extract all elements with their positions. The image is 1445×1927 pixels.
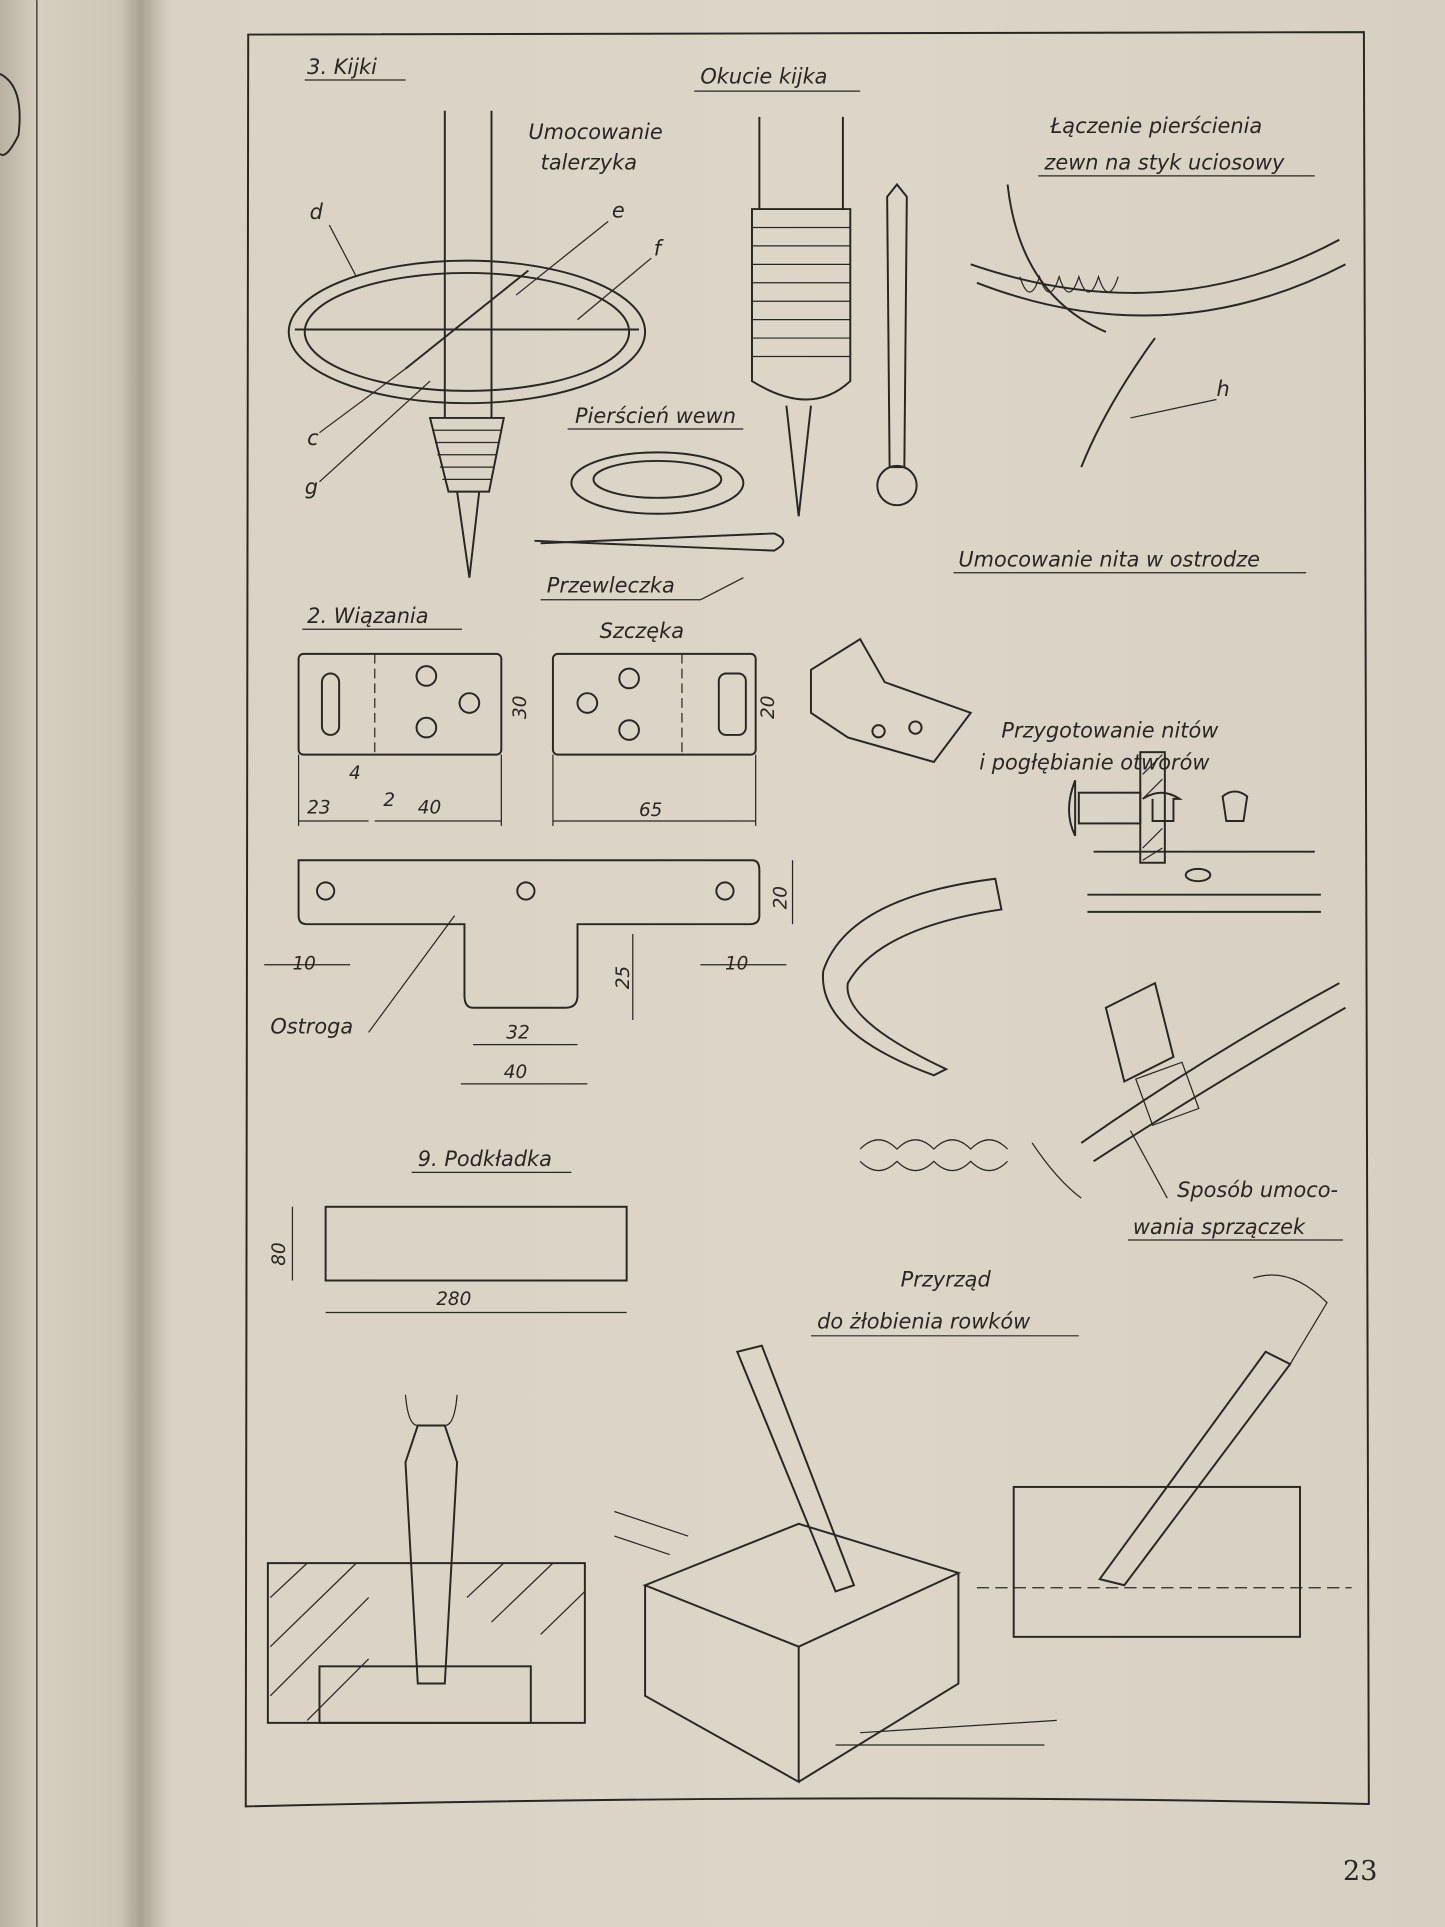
part-letter-h: h	[1216, 377, 1229, 401]
label-nit: Umocowanie nita w ostrodze	[958, 548, 1260, 572]
left-page-fragment	[0, 73, 21, 156]
pad-drawing	[324, 1205, 628, 1282]
rivet-prep-drawing	[1087, 790, 1321, 913]
label-szczeka: Szczęka	[600, 619, 684, 643]
label-przewleczka: Przewleczka	[547, 573, 675, 597]
page-number: 23	[1343, 1856, 1377, 1887]
dim-ostroga-height: 20	[770, 886, 791, 909]
groove-tool-section-drawing	[266, 1394, 586, 1724]
part-letter-e: e	[612, 199, 625, 223]
part-letter-d: d	[310, 200, 324, 224]
part-letter-g: g	[305, 475, 318, 499]
dim-ostroga-depth: 25	[613, 966, 634, 989]
section-title-wiazania: 2. Wiązania	[307, 604, 428, 628]
dim-podkladka-height: 80	[269, 1242, 290, 1265]
dim-slot-width: 4	[349, 763, 361, 784]
ski-pole-basket-drawing	[287, 110, 652, 578]
label-laczenie-2: zewn na styk uciosowy	[1043, 151, 1285, 175]
dim-ostroga-inner: 32	[506, 1022, 529, 1043]
dim-hole-span: 40	[418, 798, 441, 819]
groove-tool-side-drawing	[976, 1274, 1352, 1638]
label-umocowanie-1: Umocowanie	[528, 120, 662, 144]
jaw-plate-right	[551, 652, 757, 756]
rivet-section-drawing	[1068, 751, 1166, 864]
inner-ring-drawing	[570, 451, 745, 515]
heel-plate-drawing	[297, 859, 761, 1009]
heel-strap-drawing	[822, 877, 1003, 1077]
dim-ostroga-outer: 40	[504, 1062, 527, 1083]
section-title-kijki: 3. Kijki	[307, 55, 377, 79]
label-sposob-2: wania sprzączek	[1133, 1215, 1306, 1239]
label-przygotowanie-1: Przygotowanie nitów	[1001, 718, 1219, 742]
label-przyrzad-1: Przyrząd	[901, 1268, 992, 1292]
dim-gap: 2	[383, 790, 395, 811]
pole-ferrule-drawing	[751, 116, 918, 517]
label-przygotowanie-2: i pogłębianie otworów	[979, 750, 1210, 774]
label-laczenie-1: Łączenie pierścienia	[1050, 114, 1263, 138]
ring-joint-drawing	[970, 184, 1346, 468]
sposob-leader	[1129, 1130, 1168, 1199]
label-ostroga: Ostroga	[270, 1015, 353, 1039]
section-title-okucie: Okucie kijka	[700, 65, 827, 89]
ostroga-leader	[368, 915, 456, 1033]
dim-slot-offset: 23	[307, 798, 330, 819]
groove-tool-isometric-drawing	[614, 1344, 1057, 1784]
part-letter-f: f	[654, 237, 664, 261]
cotter-pin-drawing	[534, 532, 785, 552]
braided-cable-drawing	[859, 1139, 1082, 1199]
label-umocowanie-2: talerzyka	[541, 151, 637, 175]
dim-szczeka-slot: 20	[758, 696, 779, 719]
drawing-frame	[244, 31, 1370, 1808]
jaw-plate-left	[297, 652, 503, 756]
dim-podkladka-length: 280	[436, 1289, 471, 1310]
label-sposob-1: Sposób umoco-	[1177, 1178, 1338, 1202]
angle-bracket-drawing	[809, 637, 973, 764]
label-przyrzad-2: do żłobienia rowków	[817, 1309, 1031, 1333]
part-letter-c: c	[307, 426, 319, 450]
section-title-podkladka: 9. Podkładka	[418, 1147, 552, 1171]
dim-szczeka-length: 65	[639, 800, 662, 821]
dim-szczeka-height: 30	[510, 696, 531, 719]
buckle-drawing	[1080, 981, 1346, 1163]
label-pierscien: Pierścień wewn	[575, 404, 736, 428]
